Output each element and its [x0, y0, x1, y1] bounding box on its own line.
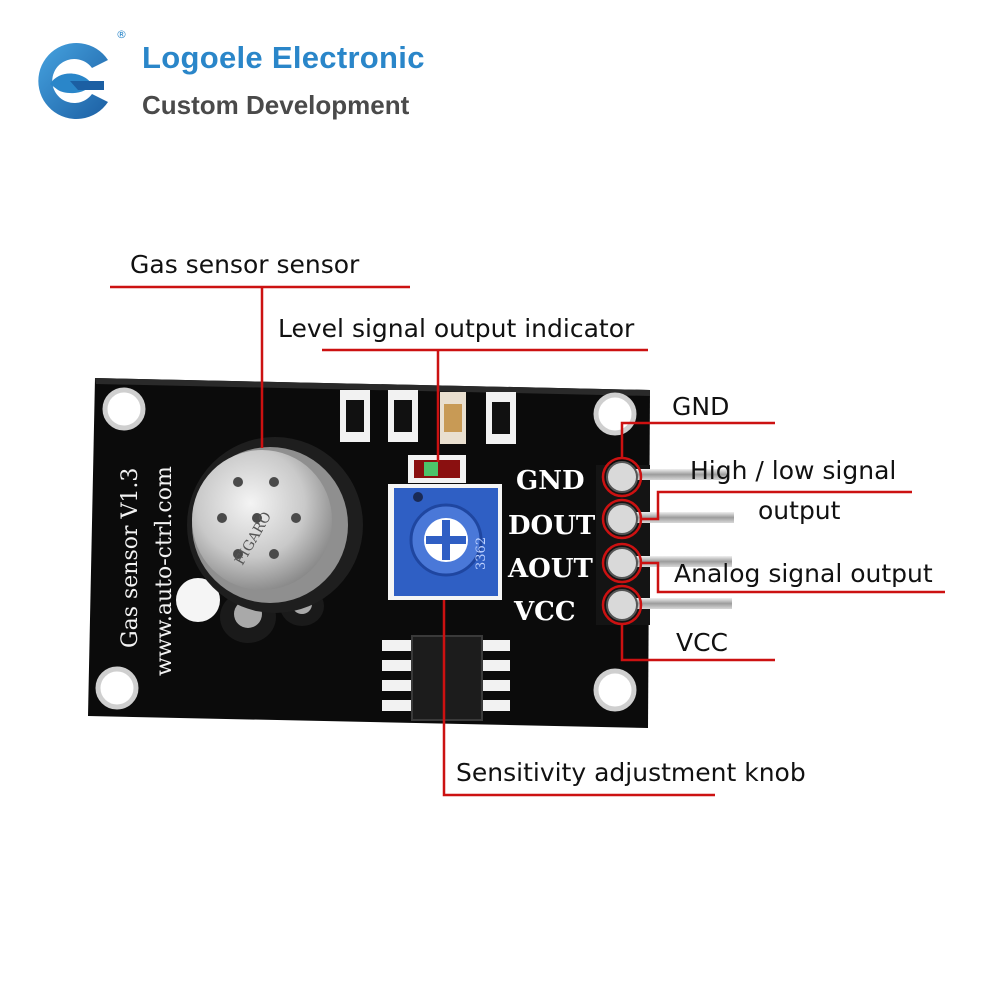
callout-vcc: VCC — [676, 628, 729, 657]
sensitivity-potentiometer — [388, 484, 502, 600]
ic-chip — [382, 635, 510, 721]
mount-hole — [593, 668, 637, 712]
silkscreen-title: Gas sensor V1.3 — [118, 467, 143, 648]
mount-hole — [593, 392, 637, 436]
brand-tagline: Custom Development — [142, 90, 410, 120]
pot-marking: 3362 — [474, 536, 489, 570]
mount-hole — [102, 387, 146, 431]
pin-label-gnd: GND — [516, 466, 585, 496]
callout-leader-lines — [110, 285, 945, 797]
callout-dout-line1: High / low signal — [690, 456, 897, 485]
pin-label-aout: AOUT — [508, 554, 593, 584]
callout-sensitivity-knob: Sensitivity adjustment knob — [456, 758, 806, 787]
mount-hole — [95, 666, 139, 710]
callout-gnd: GND — [672, 392, 730, 421]
callout-level-indicator: Level signal output indicator — [278, 314, 635, 343]
brand-logo-icon — [38, 43, 108, 119]
callout-dout-line2: output — [758, 496, 841, 525]
silkscreen-url: www.auto-ctrl.com — [152, 466, 177, 676]
pin-label-vcc: VCC — [514, 597, 576, 627]
pin-label-dout: DOUT — [508, 511, 596, 541]
registered-mark: ® — [116, 28, 127, 41]
smd-resistors — [340, 390, 516, 444]
callout-aout: Analog signal output — [674, 559, 933, 588]
brand-name: Logoele Electronic — [142, 40, 425, 75]
gas-sensor — [176, 437, 363, 643]
callout-gas-sensor: Gas sensor sensor — [130, 250, 360, 279]
